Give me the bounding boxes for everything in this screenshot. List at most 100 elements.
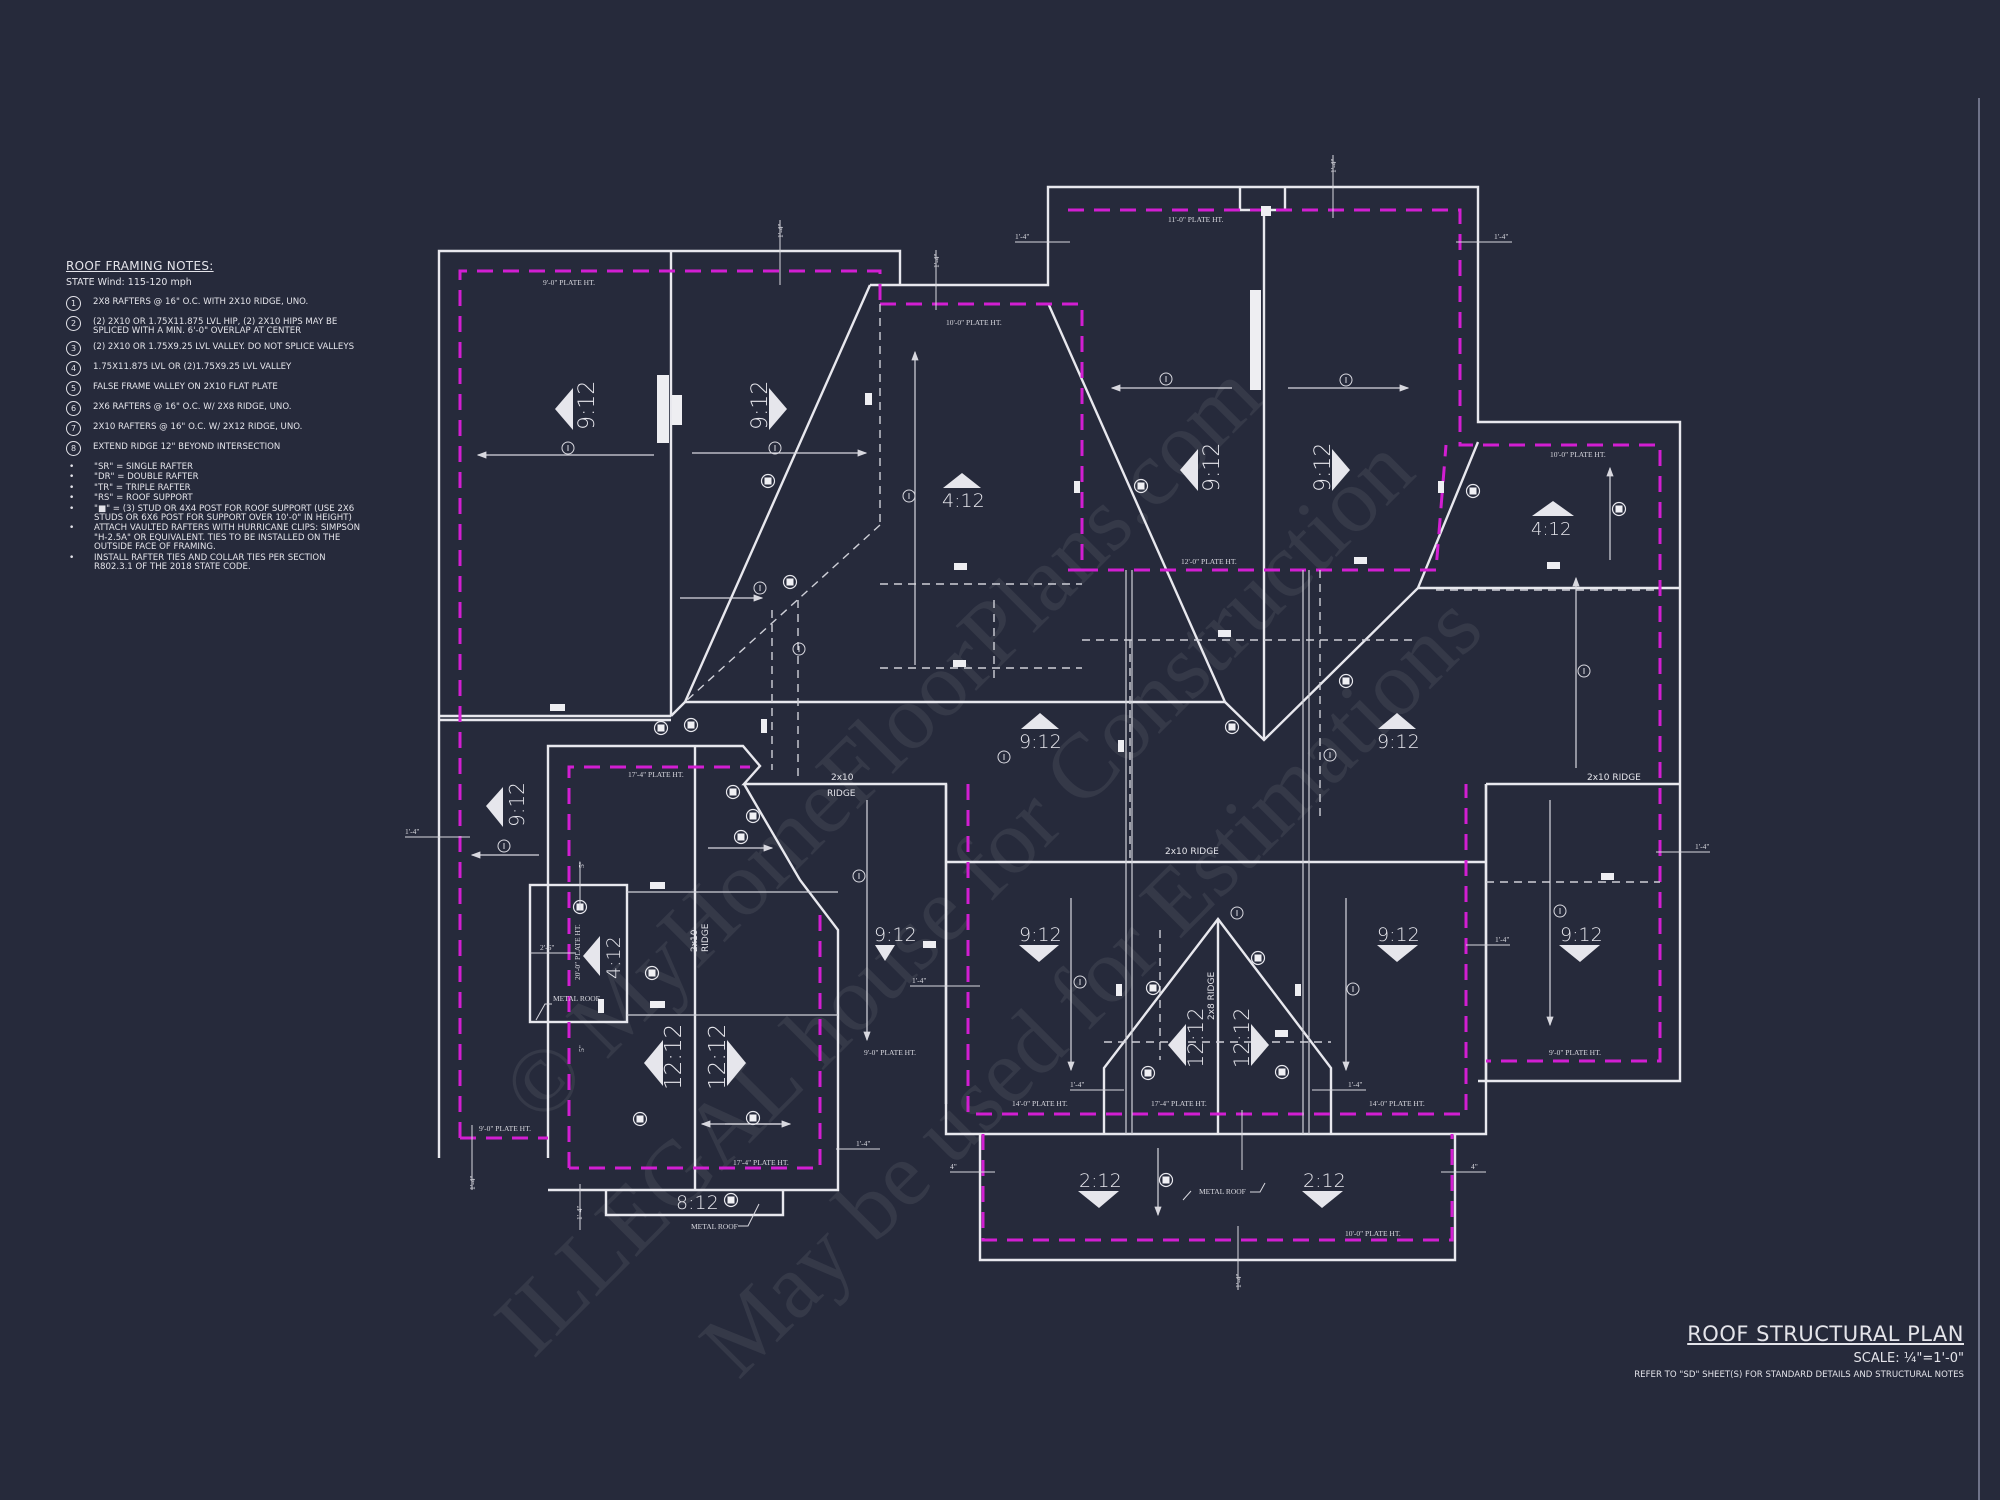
bullet-text: "DR" = DOUBLE RAFTER	[94, 472, 199, 483]
note-number-badge: 7	[66, 421, 81, 436]
note-item: 12x8 RAFTERS @ 16" O.C. WITH 2x10 RIDGE,…	[66, 296, 366, 311]
ridge-label: 2x10 RIDGE	[1165, 847, 1219, 857]
bullet-text: "RS" = ROOF SUPPORT	[94, 493, 193, 504]
plan-reference-note: REFER TO "SD" SHEET(S) FOR STANDARD DETA…	[1634, 1370, 1964, 1380]
plate-height-label: 10'-0" PLATE HT.	[1345, 1229, 1401, 1238]
bullet-item: •"SR" = SINGLE RAFTER	[66, 462, 366, 472]
bullet-dot-icon: •	[69, 493, 75, 504]
plan-scale: SCALE: ¼"=1'-0"	[1853, 1351, 1964, 1366]
note-text: FALSE FRAME VALLEY ON 2x10 FLAT PLATE	[93, 382, 278, 392]
pitch-label: 12:12	[661, 1024, 687, 1090]
bullet-item: • "RS" = ROOF SUPPORT	[66, 493, 366, 504]
dimension-label: 1'-4"	[776, 224, 785, 238]
pitch-label: 8:12	[676, 1192, 719, 1214]
note-item: 72x10 RAFTERS @ 16" O.C. W/ 2x12 RIDGE, …	[66, 421, 366, 436]
dimension-label: 1'-4"	[1015, 232, 1029, 241]
bullet-item: •ATTACH VAULTED RAFTERS WITH HURRICANE C…	[66, 524, 366, 552]
bullet-item: •"TR" = TRIPLE RAFTER	[66, 482, 366, 493]
notes-wind-rating: STATE Wind: 115-120 mph	[66, 277, 192, 288]
pitch-label: 4:12	[603, 936, 625, 979]
plate-height-labels: 9'-0" PLATE HT. 10'-0" PLATE HT. 11'-0" …	[479, 215, 1606, 1238]
pitch-label: 9:12	[1377, 924, 1420, 946]
note-text: 1.75x11.875 LVL OR (2)1.75x9.25 LVL VALL…	[93, 362, 292, 372]
bullet-dot-icon: •	[69, 552, 75, 563]
plate-height-label: 17'-4" PLATE HT.	[733, 1158, 789, 1167]
note-text: 2x8 RAFTERS @ 16" O.C. WITH 2x10 RIDGE, …	[93, 297, 309, 307]
dimension-label: 5"	[577, 861, 586, 868]
plate-height-label: 14'-0" PLATE HT.	[1012, 1099, 1068, 1108]
plate-height-label: 20'-0" PLATE HT.	[573, 924, 582, 980]
plate-height-label: 14'-0" PLATE HT.	[1369, 1099, 1425, 1108]
dimension-label: 1'-4"	[405, 827, 419, 836]
ridge-labels: 2x10 RIDGE 2x10 RIDGE 2x10 RIDGE 2x10 RI…	[690, 773, 1641, 1020]
ridge-label: RIDGE	[701, 923, 711, 952]
metal-roof-label: METAL ROOF	[691, 1222, 738, 1231]
sheet-border-line	[1978, 98, 1980, 1500]
dimension-label: 1'-4"	[932, 254, 941, 268]
metal-roof-label: METAL ROOF	[553, 994, 600, 1003]
note-item: 3 (2) 2x10 OR 1.75x9.25 LVL VALLEY. DO NO…	[66, 341, 366, 356]
pitch-label: 9:12	[1019, 731, 1062, 753]
ridge-label: RIDGE	[827, 789, 856, 799]
bullet-text: "■" = (3) STUD OR 4x4 POST FOR ROOF SUPP…	[94, 503, 355, 524]
roof-framing-notes: ROOF FRAMING NOTES: STATE Wind: 115-120 …	[66, 259, 366, 573]
pitch-label: 9:12	[1311, 443, 1336, 492]
dimension-label: 4"	[950, 1162, 957, 1171]
note-number-badge: 4	[66, 361, 81, 376]
pitch-label: 12:12	[1184, 1007, 1208, 1068]
bullet-text: "TR" = TRIPLE RAFTER	[94, 482, 191, 493]
plate-height-label: 11'-0" PLATE HT.	[1168, 215, 1224, 224]
note-text: EXTEND RIDGE 12" BEYOND INTERSECTION	[93, 442, 281, 452]
beam-lines	[627, 570, 1310, 1134]
plate-lines	[458, 208, 1662, 1242]
pitch-label: 12:12	[1230, 1007, 1254, 1068]
plate-height-label: 10'-0" PLATE HT.	[946, 318, 1002, 327]
pitch-label: 12:12	[705, 1024, 731, 1090]
dimension-label: 1'-4"	[575, 1206, 584, 1220]
note-item: 62x6 RAFTERS @ 16" O.C. W/ 2x8 RIDGE, UN…	[66, 401, 366, 416]
guide-lines	[684, 304, 1660, 1060]
pitch-label: 4:12	[1531, 519, 1571, 540]
note-item: 4 1.75x11.875 LVL OR (2)1.75x9.25 LVL VAL…	[66, 361, 366, 376]
note-text: (2) 2x10 OR 1.75x11.875 LVL HIP, (2) 2x1…	[93, 317, 338, 336]
pitch-label: 9:12	[874, 924, 917, 946]
bullet-item: • "■" = (3) STUD OR 4x4 POST FOR ROOF SUP…	[66, 503, 366, 524]
plan-title: ROOF STRUCTURAL PLAN	[1687, 1322, 1964, 1346]
dimension-label: 1'-4"	[856, 1139, 870, 1148]
pitch-label: 4:12	[942, 490, 985, 512]
dimension-label: 1'-4"	[1070, 1080, 1084, 1089]
bullet-notes-list: •"SR" = SINGLE RAFTER •"DR" = DOUBLE RAF…	[66, 462, 366, 573]
bullet-text: ATTACH VAULTED RAFTERS WITH HURRICANE CL…	[94, 523, 361, 553]
pitch-label: 2:12	[1079, 1170, 1122, 1192]
bullet-text: INSTALL RAFTER TIES AND COLLAR TIES PER …	[94, 552, 326, 573]
bullet-text: "SR" = SINGLE RAFTER	[94, 462, 193, 472]
metal-roof-callouts: METAL ROOF METAL ROOF METAL ROOF	[535, 994, 1266, 1231]
dimension-label: 1'-4"	[1494, 232, 1508, 241]
note-number-badge: 3	[66, 341, 81, 356]
dimension-label: 1'-4"	[1695, 842, 1709, 851]
note-item: 2(2) 2x10 OR 1.75x11.875 LVL HIP, (2) 2x…	[66, 316, 366, 336]
plate-height-label: 9'-0" PLATE HT.	[543, 278, 595, 287]
ridge-label: 2x8 RIDGE	[1207, 972, 1217, 1020]
bullet-item: •"DR" = DOUBLE RAFTER	[66, 472, 366, 483]
plate-height-label: 12'-0" PLATE HT.	[1181, 557, 1237, 566]
ridge-label: 2x10	[831, 773, 854, 783]
numbered-notes-list: 12x8 RAFTERS @ 16" O.C. WITH 2x10 RIDGE,…	[66, 296, 366, 456]
pitch-label: 9:12	[1560, 924, 1603, 946]
metal-roof-label: METAL ROOF	[1199, 1187, 1246, 1196]
dimension-label: 1'-4"	[468, 1176, 477, 1190]
plate-height-label: 17'-4" PLATE HT.	[628, 770, 684, 779]
notes-title: ROOF FRAMING NOTES:	[66, 259, 214, 273]
plate-height-label: 9'-0" PLATE HT.	[1549, 1048, 1601, 1057]
dimension-label: 5"	[577, 1045, 586, 1052]
svg-text:ILLEGAL house for Construction: ILLEGAL house for Construction	[475, 417, 1432, 1374]
bullet-dot-icon: •	[69, 503, 75, 514]
pitch-markers: 9:12 9:12 4:12 9:12 9:12 4:12 9:12 9:12 …	[486, 381, 1603, 1214]
ridge-label: 2x10	[690, 929, 700, 952]
plate-height-label: 17'-4" PLATE HT.	[1151, 1099, 1207, 1108]
dimension-label: 1'-4"	[1348, 1080, 1362, 1089]
note-text: (2) 2x10 OR 1.75x9.25 LVL VALLEY. DO NOT…	[93, 342, 355, 352]
